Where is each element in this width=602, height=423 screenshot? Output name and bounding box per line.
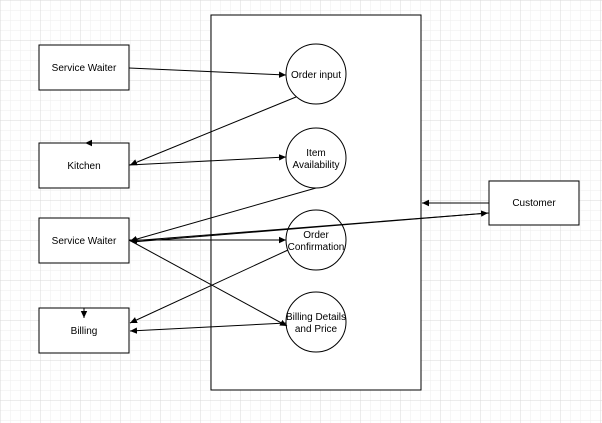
actor-label: Service Waiter <box>52 236 117 247</box>
arrow-kitchen-to-item-availability <box>128 154 287 166</box>
usecase-label-line1: Item <box>306 148 325 159</box>
usecase-label-line1: Order <box>303 230 329 241</box>
usecase-item-availability: Item Availability <box>285 127 347 189</box>
arrow-waiter-to-customer <box>131 210 489 243</box>
usecase-order-input: Order input <box>285 43 347 105</box>
arrow-waiter-to-billing-details <box>128 239 288 327</box>
actor-kitchen: Kitchen <box>38 142 130 189</box>
arrow-waiter-to-order-input <box>128 67 287 78</box>
actor-service-waiter-mid: Service Waiter <box>38 217 130 264</box>
usecase-label-line2: Availability <box>292 160 339 171</box>
arrow-item-availability-to-waiter <box>129 187 317 243</box>
actor-service-waiter-top: Service Waiter <box>38 44 130 91</box>
usecase-label-line2: and Price <box>295 324 338 335</box>
arrow-order-input-to-kitchen <box>129 96 297 166</box>
actor-label: Customer <box>512 198 556 209</box>
actor-label: Kitchen <box>67 161 100 172</box>
usecase-label-line1: Billing Details <box>286 312 346 323</box>
actor-label: Service Waiter <box>52 63 117 74</box>
usecase-order-confirmation: Order Confirmation <box>285 209 347 271</box>
usecase-billing-details: Billing Details and Price <box>285 291 347 353</box>
arrow-order-confirmation-to-billing <box>129 249 289 324</box>
usecase-label-line2: Confirmation <box>288 242 345 253</box>
usecase-label: Order input <box>291 70 341 81</box>
actor-label: Billing <box>71 326 98 337</box>
actor-customer: Customer <box>488 180 580 226</box>
arrow-billing-details-to-billing <box>129 322 287 334</box>
